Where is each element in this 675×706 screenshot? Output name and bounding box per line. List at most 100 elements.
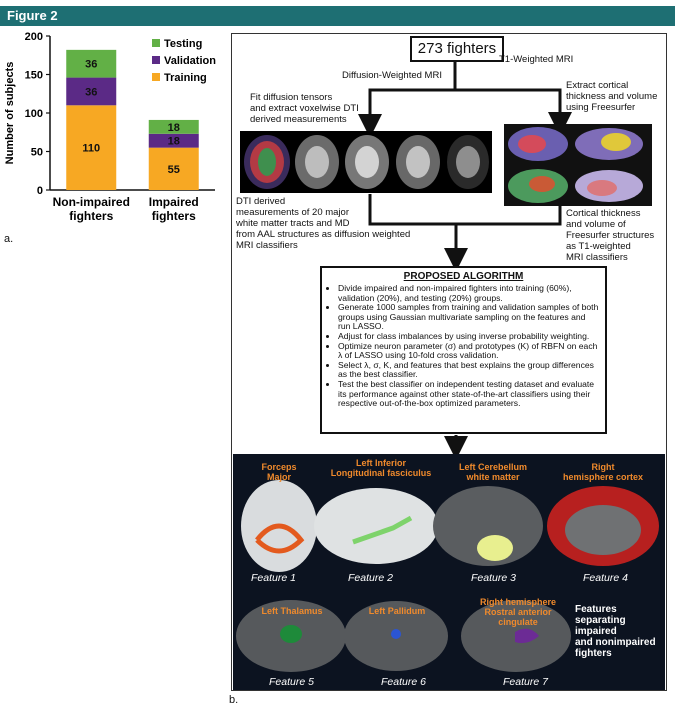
figure-header: Figure 2 [0, 6, 675, 26]
algorithm-step: Test the best classifier on independent … [338, 379, 599, 409]
region-line: Left Cerebellum [458, 462, 527, 472]
t1-note: Cortical thickness and volume of Freesur… [566, 208, 654, 263]
region-line: Rostral anterior [484, 607, 552, 617]
legend-swatch [152, 39, 160, 47]
x-category-label: Non-impaired [53, 195, 130, 209]
y-tick-label: 50 [31, 147, 43, 159]
bar-value-label: 36 [85, 86, 97, 98]
bar-segment [148, 133, 199, 148]
t1-label: T1-Weighted MRI [499, 54, 574, 65]
fs-step-line: thickness and volume [566, 91, 658, 102]
note-line: Features separating [575, 604, 626, 626]
fs-step-line: Extract cortical [566, 80, 629, 91]
region-line: Left Thalamus [261, 606, 323, 616]
arrow-to-algorithm [444, 206, 562, 272]
bar-value-label: 36 [85, 59, 97, 71]
bar-segment [66, 49, 117, 78]
algorithm-title: PROPOSED ALGORITHM [403, 271, 524, 282]
feature-label: Feature 4 [583, 572, 628, 584]
t1-note-line: Freesurfer structures [566, 230, 655, 241]
region-label: Right hemisphere cortex [553, 462, 653, 482]
bar-segment [66, 105, 117, 190]
bar-segment [66, 77, 117, 106]
algorithm-steps: Divide impaired and non-impaired fighter… [328, 283, 599, 409]
proposed-algorithm-box: PROPOSED ALGORITHM Divide impaired and n… [320, 266, 607, 434]
note-line: and nonimpaired [575, 637, 656, 648]
dti-note-line: from AAL structures as diffusion weighte… [236, 229, 411, 240]
separating-features-note: Features separating impaired and nonimpa… [575, 604, 665, 659]
region-line: Right [591, 462, 615, 472]
feature-label: Feature 3 [471, 572, 516, 584]
algorithm-step: Select λ, σ, K, and features that best e… [338, 360, 599, 380]
arrow-t1 [453, 60, 572, 136]
connector-dti [368, 194, 456, 226]
region-label: Forceps Major [249, 462, 309, 482]
region-line: cingulate [498, 617, 538, 627]
bar-value-label: 55 [168, 164, 180, 176]
legend-label: Testing [164, 38, 202, 50]
note-line: impaired [575, 626, 617, 637]
t1-note-line: Cortical thickness [566, 208, 641, 219]
flow-diagram: 273 fighters Diffusion-Weighted MRI T1-W… [231, 33, 667, 691]
brain-feature-3 [433, 486, 543, 566]
bar-value-label: 18 [168, 136, 180, 148]
region-line: Left Pallidum [368, 606, 426, 616]
dti-note-line: white matter tracts and MD [236, 218, 350, 229]
freesurfer-images [504, 124, 652, 206]
dti-note: DTI derived measurements of 20 major whi… [236, 196, 410, 251]
t1-note-line: and volume of [566, 219, 626, 230]
region-label: Left Thalamus [247, 606, 337, 616]
algorithm-step: Generate 1000 samples from training and … [338, 302, 599, 332]
fs-step-line: using Freesurfer [566, 102, 636, 113]
y-tick-label: 150 [25, 70, 43, 82]
fighters-count-box: 273 fighters [410, 36, 504, 62]
panel-b-label: b. [229, 694, 239, 706]
bar-segment [148, 147, 199, 190]
dti-note-line: measurements of 20 major [236, 207, 349, 218]
dti-images [240, 131, 492, 193]
region-label: Left Inferior Longitudinal fasciculus [321, 458, 441, 478]
legend-label: Validation [164, 55, 216, 67]
region-label: Left Cerebellum white matter [443, 462, 543, 482]
brain-renderings [236, 480, 659, 672]
legend-swatch [152, 56, 160, 64]
legend-swatch [152, 73, 160, 81]
dwi-label: Diffusion-Weighted MRI [342, 70, 442, 81]
feature-label: Feature 1 [251, 572, 296, 584]
y-tick-label: 100 [25, 108, 43, 120]
y-tick-label: 200 [25, 31, 43, 43]
bar-segment [148, 119, 199, 134]
freesurfer-step-text: Extract cortical thickness and volume us… [566, 80, 657, 113]
t1-note-line: as T1-weighted [566, 241, 631, 252]
dti-step-text: Fit diffusion tensors and extract voxelw… [250, 92, 359, 125]
flow-arrows [358, 60, 572, 454]
t1-note-line: MRI classifiers [566, 252, 628, 263]
note-line: fighters [575, 648, 612, 659]
dti-step-line: Fit diffusion tensors [250, 92, 333, 103]
features-panel: Forceps Major Left Inferior Longitudinal… [233, 454, 665, 690]
bar-value-label: 18 [168, 122, 180, 134]
feature-label: Feature 2 [348, 572, 393, 584]
algorithm-step: Adjust for class imbalances by using inv… [338, 331, 599, 342]
figure-title: Figure 2 [7, 8, 58, 23]
region-label: Left Pallidum [357, 606, 437, 616]
region-line: Major [266, 472, 291, 482]
legend-label: Training [164, 72, 207, 84]
dti-note-line: DTI derived [236, 196, 286, 207]
x-category-label: Impaired [149, 195, 199, 209]
algorithm-step: Divide impaired and non-impaired fighter… [338, 283, 599, 303]
x-category-label: fighters [152, 209, 196, 223]
bar-value-label: 110 [82, 143, 100, 155]
dti-step-line: and extract voxelwise DTI [250, 103, 359, 114]
feature-label: Feature 6 [381, 676, 426, 688]
region-line: hemisphere cortex [562, 472, 644, 482]
region-line: Forceps [261, 462, 297, 472]
x-category-label: fighters [69, 209, 113, 223]
feature-label: Feature 7 [503, 676, 548, 688]
region-line: Right hemisphere [479, 597, 556, 607]
algorithm-step: Optimize neuron parameter (σ) and protot… [338, 341, 599, 361]
dti-step-line: derived measurements [250, 114, 347, 125]
y-tick-label: 0 [37, 185, 43, 197]
region-line: Left Inferior [355, 458, 406, 468]
